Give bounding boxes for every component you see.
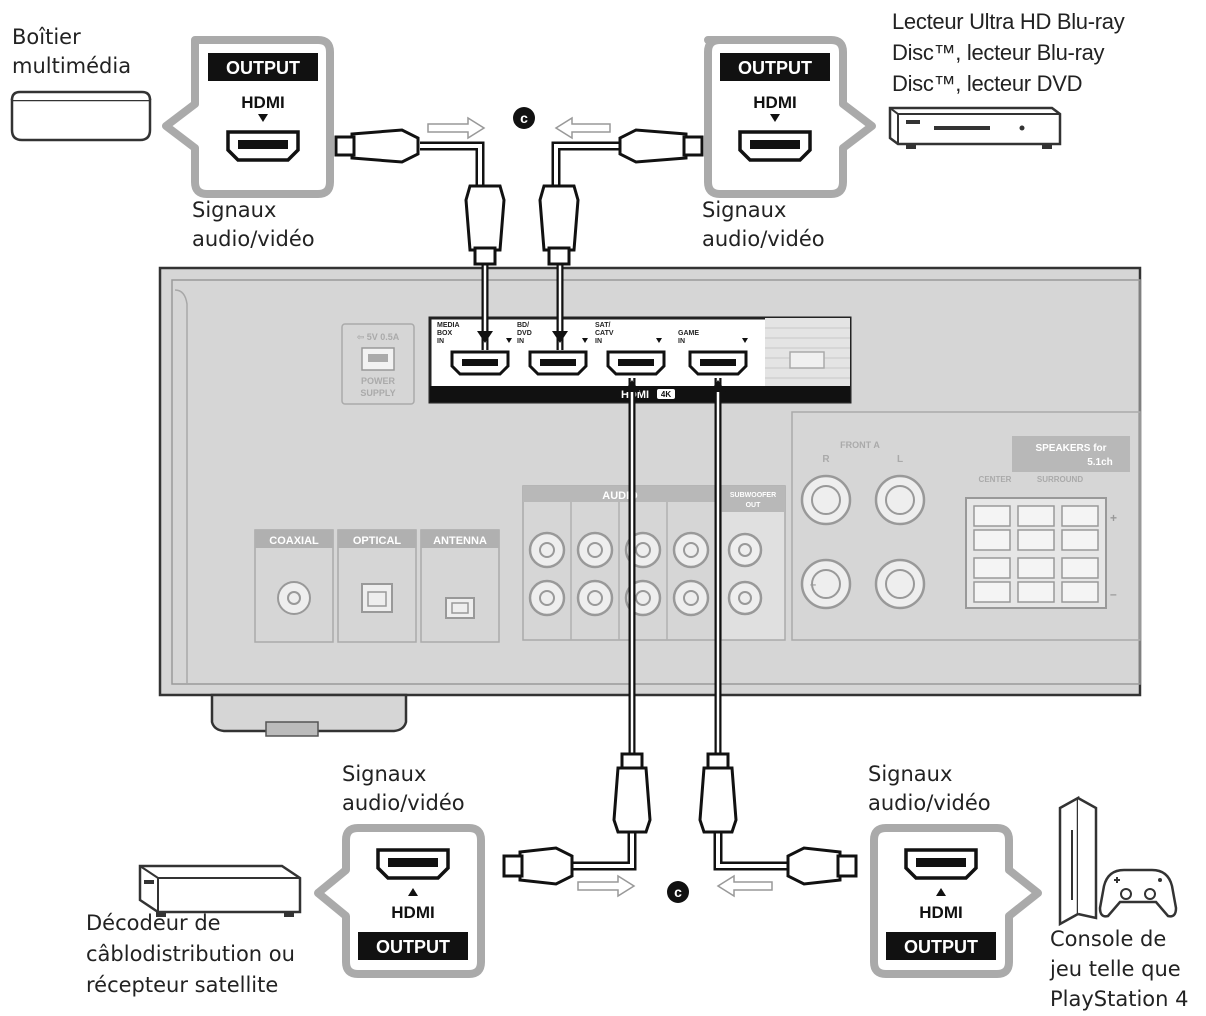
signal-arrow-bottom-right [716, 874, 773, 898]
plug-game-source [786, 846, 858, 886]
speakers-label-l2: 5.1ch [1087, 457, 1113, 468]
hdmi-text: HDMI [919, 903, 962, 922]
optical-label: OPTICAL [353, 535, 402, 547]
svg-text:+: + [1110, 511, 1117, 525]
svg-text:c: c [674, 884, 682, 900]
antenna-jack [445, 597, 475, 619]
signal-label-media-box: Signaux audio/vidéo [192, 198, 315, 251]
front-a-label: FRONT A [840, 440, 880, 450]
cable-game [710, 378, 790, 871]
bd-player-label: Lecteur Ultra HD Blu-ray Disc™, lecteur … [892, 9, 1125, 96]
plug-bd-dvd-source [618, 128, 704, 164]
plug-media-box-receiver [464, 184, 506, 266]
hdmi-output-port [226, 130, 300, 162]
signal-arrow-top-left [427, 116, 486, 140]
signal-arrow-bottom-left [577, 874, 636, 898]
plug-media-box-source [334, 128, 420, 164]
hdmi-output-port [738, 130, 812, 162]
output-callout-media-box: OUTPUT HDMI [162, 36, 334, 198]
usb-power-supply-port: ⇦ 5V 0.5A POWER SUPPLY [341, 323, 415, 405]
gamepad-icon [1098, 868, 1178, 918]
hdmi-in-label-game-l1: GAME [678, 330, 699, 337]
output-text: OUTPUT [376, 937, 450, 957]
cable-bd-dvd [551, 141, 630, 350]
svg-text:–: – [810, 579, 816, 591]
hdmi-output-port [376, 848, 450, 880]
subwoofer-label-l1: SUBWOOFER [730, 492, 776, 499]
usb-label-l1: POWER [361, 376, 396, 386]
signal-label-game-console: Signaux audio/vidéo [868, 762, 991, 815]
plug-sat-catv-source [502, 846, 574, 886]
cable-marker-bottom: c [667, 881, 689, 903]
svg-text:⇦ 5V 0.5A: ⇦ 5V 0.5A [357, 332, 400, 342]
hdmi-in-label-sat-l2: CATV [595, 330, 614, 337]
output-callout-cable-box: HDMI OUTPUT [314, 824, 485, 978]
hdmi-in-port-sat-catv[interactable] [606, 338, 666, 376]
coaxial-label: COAXIAL [269, 535, 319, 547]
output-callout-bd-player: OUTPUT HDMI [704, 36, 876, 198]
hdmi-in-label-media-l3: IN [437, 338, 444, 345]
cable-media-box [420, 141, 493, 350]
antenna-label: ANTENNA [433, 535, 487, 547]
media-box-label: Boîtier multimédia [12, 25, 132, 78]
game-console-label: Console de jeu telle que PlayStation 4 [1050, 927, 1189, 1011]
surround-label: SURROUND [1037, 475, 1083, 484]
hdmi-in-label-sat-l3: IN [595, 338, 602, 345]
output-text: OUTPUT [226, 58, 300, 78]
hdmi-in-label-media-l2: BOX [437, 330, 453, 337]
cable-box-icon [138, 864, 302, 917]
subwoofer-out: SUBWOOFER OUT [720, 485, 786, 641]
hdmi-in-port-bd-dvd[interactable] [528, 338, 588, 376]
hdmi-in-label-game-l2: IN [678, 338, 685, 345]
plug-sat-catv-receiver [612, 752, 652, 834]
hdmi-output-port [904, 848, 978, 880]
svg-text:–: – [1110, 587, 1117, 601]
usb-label-l2: SUPPLY [360, 388, 395, 398]
output-callout-game-console: HDMI OUTPUT [870, 824, 1042, 978]
hdmi-in-label-bd-l2: DVD [517, 330, 532, 337]
hdmi-in-label-sat-l1: SAT/ [595, 322, 610, 329]
hdmi-4k-badge: 4K [661, 390, 671, 399]
hdmi-in-port-media-box[interactable] [450, 338, 512, 376]
hdmi-text: HDMI [753, 93, 796, 112]
signal-label-bd-player: Signaux audio/vidéo [702, 198, 825, 251]
plug-bd-dvd-receiver [538, 184, 580, 266]
cable-marker-top: c [513, 107, 535, 129]
plug-game-receiver [698, 752, 738, 834]
hdmi-text: HDMI [391, 903, 434, 922]
signal-arrow-top-right [554, 116, 611, 140]
svg-text:R: R [822, 454, 830, 465]
cable-sat-catv [572, 378, 640, 871]
bd-player-icon [888, 106, 1062, 149]
optical-jack [361, 583, 393, 613]
hdmi-in-label-bd-l3: IN [517, 338, 524, 345]
subwoofer-label-l2: OUT [746, 502, 762, 509]
media-box-icon [10, 90, 152, 142]
center-label: CENTER [979, 475, 1012, 484]
hdmi-in-label-bd-l1: BD/ [517, 322, 529, 329]
output-text: OUTPUT [738, 58, 812, 78]
speaker-terminals: FRONT A R L SPEAKERS for 5.1ch – CENTER … [791, 411, 1141, 641]
coaxial-jack [277, 581, 311, 615]
hdmi-text: HDMI [241, 93, 284, 112]
game-console-icon [1058, 795, 1098, 927]
speakers-label-l1: SPEAKERS for [1035, 443, 1106, 454]
hdmi-in-label-media-l1: MEDIA [437, 322, 460, 329]
svg-text:c: c [520, 110, 528, 126]
cable-box-label: Décodeur de câblodistribution ou récepte… [86, 911, 295, 997]
hdmi-in-port-game[interactable] [688, 338, 748, 376]
signal-label-cable-box: Signaux audio/vidéo [342, 762, 465, 815]
output-text: OUTPUT [904, 937, 978, 957]
svg-text:L: L [897, 454, 903, 465]
